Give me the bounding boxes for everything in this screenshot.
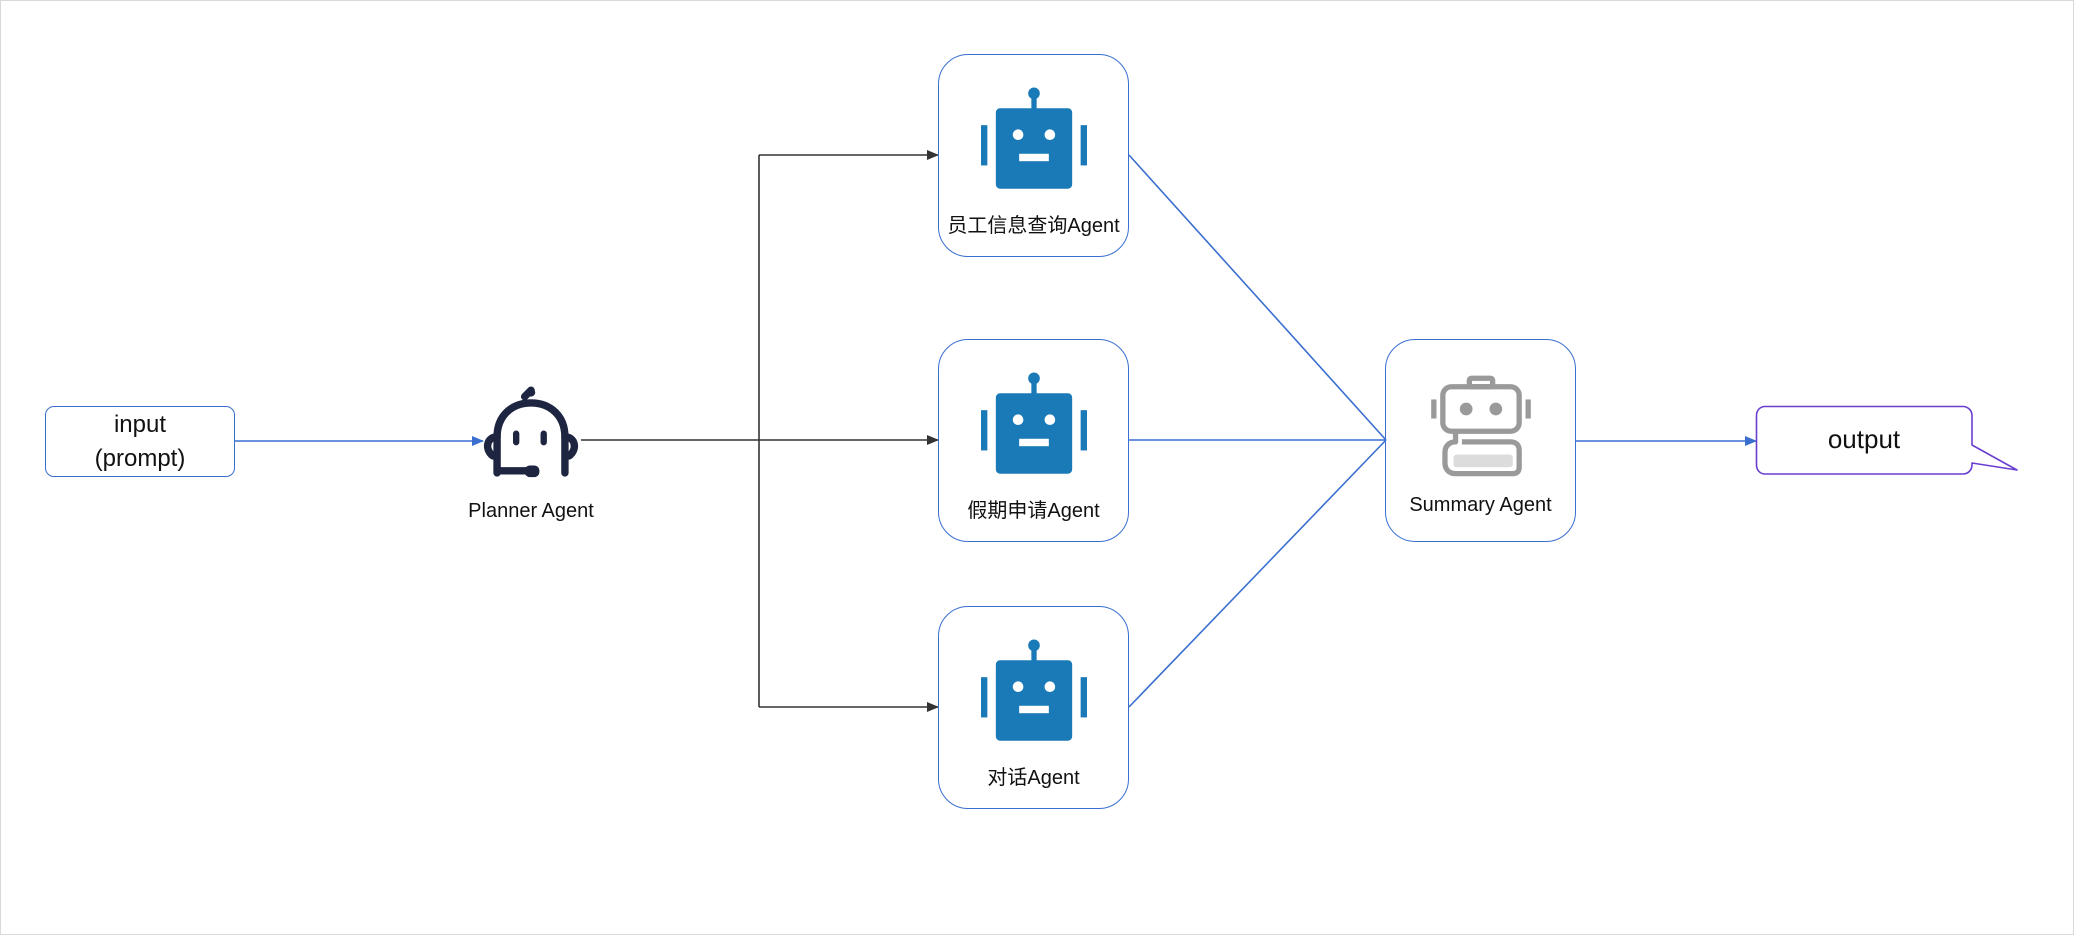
leave-request-agent-label: 假期申请Agent bbox=[967, 500, 1100, 522]
employee-info-agent-card: 员工信息查询Agent bbox=[938, 54, 1129, 257]
output-label: output bbox=[1827, 424, 1901, 454]
output-callout-shape bbox=[1755, 405, 2018, 475]
output-node: output bbox=[1755, 405, 2019, 477]
input-sublabel: (prompt) bbox=[94, 444, 186, 472]
chat-agent-card: 对话Agent bbox=[938, 606, 1129, 809]
robot-outline-icon bbox=[1430, 375, 1531, 477]
employee-info-agent-label: 员工信息查询Agent bbox=[947, 215, 1120, 237]
robot-icon bbox=[980, 639, 1087, 741]
planner-agent-node: Planner Agent bbox=[456, 386, 606, 536]
chat-agent-label: 对话Agent bbox=[987, 767, 1080, 789]
planner-agent-label: Planner Agent bbox=[468, 500, 594, 522]
robot-icon bbox=[980, 372, 1087, 474]
agent-1-to-summary-line bbox=[1128, 154, 1387, 441]
robot-icon bbox=[980, 87, 1087, 189]
input-node: input (prompt) bbox=[45, 406, 235, 477]
agent-3-to-summary-line bbox=[1128, 439, 1387, 708]
headset-robot-icon bbox=[483, 386, 579, 478]
summary-agent-label: Summary Agent bbox=[1409, 494, 1552, 516]
summary-agent-card: Summary Agent bbox=[1385, 339, 1576, 542]
leave-request-agent-card: 假期申请Agent bbox=[938, 339, 1129, 542]
input-label: input bbox=[113, 410, 167, 438]
